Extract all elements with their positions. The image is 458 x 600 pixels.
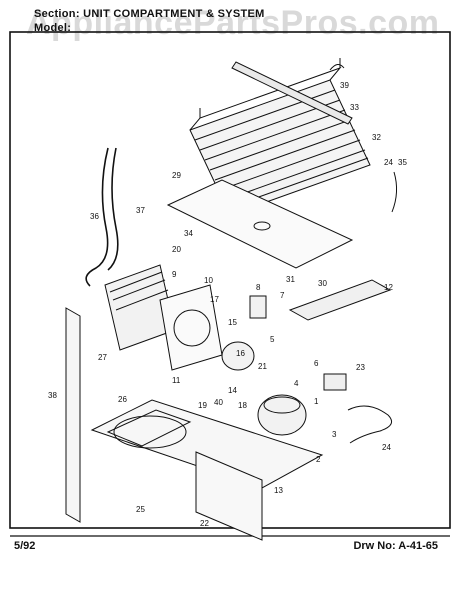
callout-36: 36	[90, 212, 99, 221]
callout-6: 6	[314, 359, 319, 368]
compressor	[257, 394, 307, 436]
callout-12: 12	[384, 283, 393, 292]
wire-harness	[347, 171, 398, 444]
base-tray	[90, 399, 324, 489]
callout-11: 11	[172, 376, 181, 385]
top-mounting-rail	[231, 61, 353, 125]
back-panel	[65, 307, 81, 523]
callout-24-bottom: 24	[382, 443, 391, 452]
callout-39: 39	[340, 81, 349, 90]
callout-38: 38	[48, 391, 57, 400]
tubing	[85, 147, 119, 287]
relay-overload	[323, 373, 347, 391]
callout-22: 22	[200, 519, 209, 528]
access-cover	[195, 451, 263, 541]
callout-13: 13	[274, 486, 283, 495]
callout-5: 5	[270, 335, 275, 344]
callout-35: 35	[398, 158, 407, 167]
callout-1: 1	[314, 397, 319, 406]
side-rail	[288, 279, 392, 321]
diagram-frame	[9, 31, 451, 529]
watermark: AppliancePartsPros.com	[26, 4, 440, 42]
callout-18: 18	[238, 401, 247, 410]
revision-date: 5/92	[14, 540, 36, 552]
callout-10: 10	[204, 276, 213, 285]
callout-34: 34	[184, 229, 193, 238]
callout-33: 33	[350, 103, 359, 112]
section-title: Section: UNIT COMPARTMENT & SYSTEM	[34, 8, 265, 20]
callout-14: 14	[228, 386, 237, 395]
callout-24-top: 24	[384, 158, 393, 167]
drain-pan	[166, 179, 354, 269]
drawing-number: Drw No: A-41-65	[353, 540, 438, 552]
fan-motor	[221, 295, 267, 371]
callout-26: 26	[118, 395, 127, 404]
callout-9: 9	[172, 270, 177, 279]
callout-20: 20	[172, 245, 181, 254]
callout-30: 30	[318, 279, 327, 288]
part-callouts: 39 33 32 24 35 29 36 37 34 20 30 31 12 9…	[48, 81, 407, 528]
callout-37: 37	[136, 206, 145, 215]
callout-19: 19	[198, 401, 207, 410]
callout-29: 29	[172, 171, 181, 180]
callout-27: 27	[98, 353, 107, 362]
callout-4: 4	[294, 379, 299, 388]
callout-16: 16	[236, 349, 245, 358]
callout-15: 15	[228, 318, 237, 327]
callout-8: 8	[256, 283, 261, 292]
callout-31: 31	[286, 275, 295, 284]
callout-7: 7	[280, 291, 285, 300]
callout-32: 32	[372, 133, 381, 142]
callout-17: 17	[210, 295, 219, 304]
callout-2: 2	[316, 455, 321, 464]
model-line: Model:	[34, 22, 72, 34]
callout-3: 3	[332, 430, 337, 439]
callout-40: 40	[214, 398, 223, 407]
callout-25: 25	[136, 505, 145, 514]
callout-23: 23	[356, 363, 365, 372]
callout-21: 21	[258, 362, 267, 371]
